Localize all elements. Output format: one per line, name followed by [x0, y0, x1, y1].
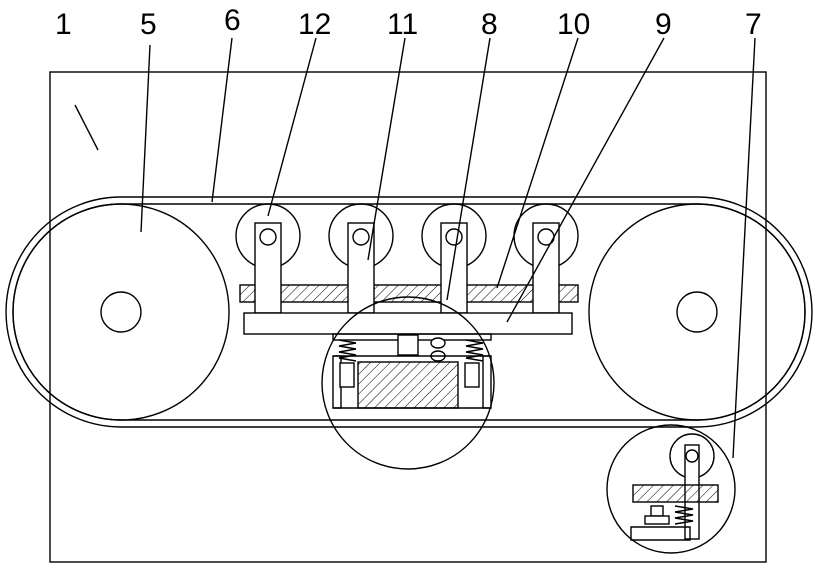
label-part-9: 9 [655, 8, 672, 41]
label-part-11: 11 [387, 8, 418, 41]
mounting-plate [244, 313, 572, 334]
label-part-12: 12 [298, 8, 331, 41]
support-rollers [236, 204, 578, 268]
label-part-10: 10 [557, 8, 590, 41]
label-part-7: 7 [745, 8, 762, 41]
right-drum [589, 204, 805, 420]
label-part-6: 6 [224, 4, 241, 37]
tensioner-detail [607, 425, 735, 553]
part-labels: 1 5 6 12 11 8 10 9 7 [55, 4, 762, 41]
hatched-rail [240, 285, 578, 302]
left-drum [13, 204, 229, 420]
label-part-8: 8 [481, 8, 498, 41]
label-part-5: 5 [140, 8, 157, 41]
label-part-1: 1 [55, 8, 72, 41]
